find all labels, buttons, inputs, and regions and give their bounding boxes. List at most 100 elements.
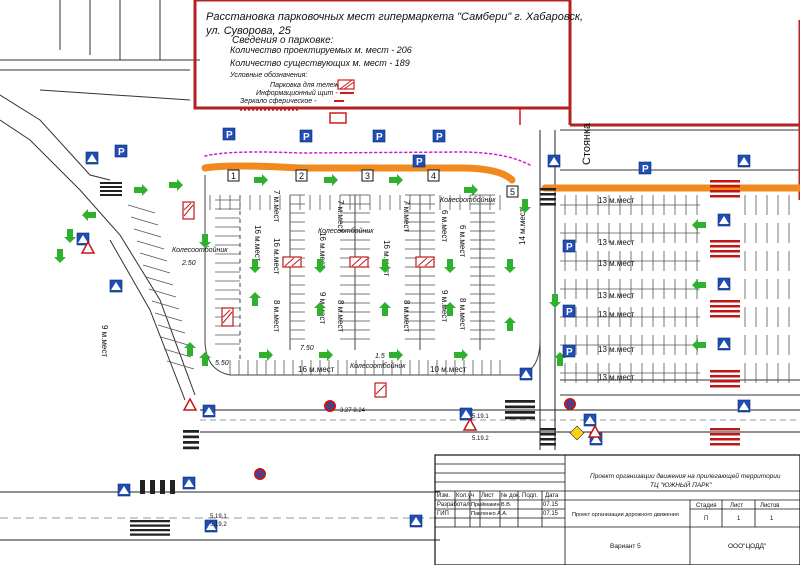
- sign-code-3: 5.19.1: [210, 514, 227, 520]
- zebra-stripe: [710, 443, 740, 446]
- zebra-stripe: [710, 428, 740, 431]
- sign-triangle: [87, 154, 97, 162]
- count-bottom-16: 16 м.мест: [298, 365, 335, 374]
- zebra-stripe: [710, 180, 740, 183]
- road-sign-icon: P: [412, 154, 426, 168]
- zebra-stripe: [540, 438, 556, 441]
- stall-line: [142, 264, 171, 274]
- parking-sign-glyph: P: [303, 132, 310, 143]
- arrow-icon: [259, 349, 273, 361]
- road-sign-icon: [459, 407, 473, 421]
- count-labels: 16 м.мест 7 м.мест 7 м.мест 7 м.мест 16 …: [100, 190, 635, 382]
- zebra-stripe: [130, 529, 170, 532]
- count-right-13b: 13 м.мест: [598, 238, 635, 247]
- sheet-header: Лист: [730, 503, 743, 509]
- parking-sign-glyph: P: [226, 130, 233, 141]
- arrow-icon: [254, 174, 268, 186]
- zebra-stripe: [140, 480, 145, 494]
- zebra-stripe: [183, 430, 199, 433]
- warning-sign-icon: [587, 424, 603, 438]
- role-developer: Разработал: [437, 502, 470, 508]
- zebra-stripe: [183, 441, 199, 444]
- warning-sign-icon: [182, 397, 198, 411]
- arrow-icon: [464, 184, 478, 196]
- sign-plate: [114, 144, 128, 158]
- kolesootbojnik-3: Колесоотбойник: [172, 246, 228, 254]
- count-right-13e: 13 м.мест: [598, 310, 635, 319]
- count-8d: 8 м.мест: [458, 298, 467, 330]
- count-6a: 6 м.мест: [440, 210, 449, 242]
- road-sign-icon: P: [432, 129, 446, 143]
- arrow-icon: [169, 179, 183, 191]
- date-developer: 07.15: [543, 502, 559, 508]
- stall-line: [148, 288, 177, 298]
- arrow-icon: [692, 219, 706, 231]
- stall-line: [139, 252, 168, 262]
- date-gip: 07.15: [543, 511, 559, 517]
- sign-plate: [562, 239, 576, 253]
- kolesootbojnik-2: Колесоотбойник: [318, 227, 374, 235]
- stall-line: [151, 300, 180, 310]
- zebra-stripe: [710, 385, 740, 388]
- stall-line: [145, 276, 174, 286]
- sign-code-1: 5.19.1: [472, 414, 489, 420]
- zebra-stripe: [540, 433, 556, 436]
- parking-area: [204, 175, 541, 376]
- arrow-icon: [504, 317, 516, 331]
- arrow-icon: [324, 174, 338, 186]
- stall-line: [160, 336, 189, 346]
- sheets-value: 1: [770, 516, 774, 522]
- zebra-stripe: [710, 255, 740, 258]
- sheet-title: Проект организации дорожного движения: [572, 512, 679, 518]
- count-7c: 7 м.мест: [402, 200, 411, 232]
- zebra-stripe: [130, 524, 170, 527]
- zebra-stripe: [540, 428, 556, 431]
- sign-plate: [412, 154, 426, 168]
- arrow-icon: [692, 279, 706, 291]
- count-right-13c: 13 м.мест: [598, 259, 635, 268]
- parking-sign-glyph: P: [436, 132, 443, 143]
- arrow-icon: [64, 229, 76, 243]
- zebra-stripe: [710, 305, 740, 308]
- count-right-13f: 13 м.мест: [598, 345, 635, 354]
- road-sign-icon: [117, 483, 131, 497]
- road-sign-icon: [547, 154, 561, 168]
- numbered-boxes: 1 2 3 4 5: [227, 169, 519, 198]
- role-gip: ГИП: [437, 511, 449, 517]
- width-750-label: 7.50: [300, 345, 314, 352]
- zebra-stripe: [130, 533, 170, 536]
- sheet-value: 1: [737, 516, 741, 522]
- parking-sign-glyph: P: [642, 164, 649, 175]
- zebra-stripe: [710, 433, 740, 436]
- project-line-2: ТЦ "ЮЖНЫЙ ПАРК": [650, 480, 712, 489]
- count-9c: 9 м.мест: [100, 325, 109, 357]
- zebra-stripe: [183, 446, 199, 450]
- count-7b: 7 м.мест: [336, 200, 345, 232]
- count-8a: 8 м.мест: [272, 300, 281, 332]
- sign-triangle: [739, 157, 749, 165]
- parking-stalls: [127, 194, 790, 383]
- arrow-icon: [692, 339, 706, 351]
- box-5: 5: [510, 187, 515, 197]
- arrow-icon: [199, 234, 211, 248]
- zebra-stripe: [540, 193, 556, 196]
- count-16b: 16 м.мест: [272, 238, 281, 275]
- road-sign-icon: [717, 337, 731, 351]
- road-sign-icon: P: [372, 129, 386, 143]
- info-heading: Сведения о парковке:: [232, 35, 334, 46]
- arrow-icon: [389, 174, 403, 186]
- zebra-stripe: [505, 416, 535, 420]
- count-14: 14 м.мест: [518, 208, 527, 245]
- address-line: ул. Суворова, 25: [205, 25, 292, 37]
- variant-label: Вариант 5: [610, 543, 641, 550]
- arrow-icon: [134, 184, 148, 196]
- road-sign-icon: [182, 476, 196, 490]
- road-sign-icon: [583, 413, 597, 427]
- count-right-13d: 13 м.мест: [598, 291, 635, 300]
- designed-count: Количество проектируемых м. мест - 206: [230, 45, 412, 55]
- stall-line: [166, 360, 195, 370]
- box-3: 3: [365, 171, 370, 181]
- road-sign-icon: P: [562, 304, 576, 318]
